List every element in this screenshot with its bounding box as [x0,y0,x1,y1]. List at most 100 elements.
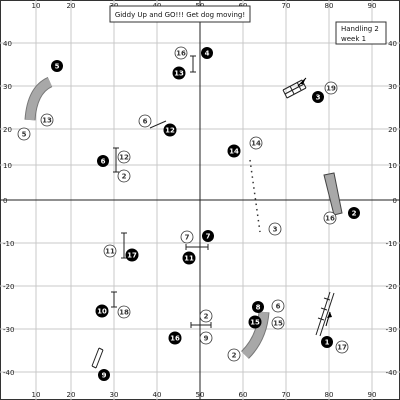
handler-marker: 6 [97,155,109,167]
top-tick-label: 70 [282,2,291,10]
bottom-tick-label: 90 [368,391,377,399]
handler-marker: 3 [312,91,324,103]
handler-marker: 9 [98,369,110,381]
bottom-tick-label: 30 [110,391,119,399]
obstacle-number: 2 [232,352,237,360]
handler-number: 12 [165,127,175,135]
handler-marker: 2 [348,207,360,219]
left-tick-label: -10 [3,240,14,248]
obstacle-number: 2 [122,173,127,181]
right-tick-label: 0 [393,197,397,205]
handler-number: 8 [256,304,261,312]
obstacle-number: 6 [276,303,281,311]
obstacle-number: 7 [185,234,190,242]
left-tick-label: -30 [3,326,14,334]
left-tick-label: -20 [3,283,14,291]
handler-number: 3 [316,94,321,102]
obstacle-marker: 9 [199,331,213,345]
bottom-tick-label: 10 [32,391,41,399]
right-tick-label: 40 [388,40,397,48]
obstacle-number: 19 [326,85,336,93]
top-tick-label: 90 [368,2,377,10]
obstacle-number: 15 [273,320,283,328]
info-line-2: week 1 [341,35,366,43]
left-tick-label: 40 [3,40,12,48]
handler-marker: 12 [163,123,177,137]
hurdle-lower-left [91,347,104,369]
handler-number: 1 [325,339,330,347]
obstacle-marker: 14 [249,136,263,150]
handler-number: 11 [184,255,194,263]
tunnel-lower-middle-fill [241,311,269,359]
handler-marker: 1 [321,336,333,348]
top-tick-label: 20 [67,2,76,10]
weave-poles-upper [282,79,307,99]
bottom-tick-label: 80 [325,391,334,399]
obstacle-marker: 16 [323,211,337,225]
handler-number: 4 [205,50,210,58]
arrow-icon [297,77,307,87]
left-tick-label: 30 [3,83,12,91]
handler-marker: 8 [252,301,264,313]
info-box [335,21,387,45]
obstacle-marker: 2 [227,348,241,362]
tunnel-upper-left-fill [25,77,53,121]
obstacle-marker: 17 [335,340,349,354]
obstacle-marker: 18 [117,305,131,319]
obstacle-marker: 12 [117,150,131,164]
handler-number: 16 [170,335,180,343]
banner-text: Giddy Up and GO!!! Get dog moving! [115,11,245,19]
obstacle-marker: 19 [324,81,338,95]
left-tick-label: -40 [3,369,14,377]
right-tick-label: -10 [386,240,397,248]
dotted-handler-path [249,159,261,233]
right-tick-label: -30 [386,326,397,334]
obstacle-number: 12 [119,154,129,162]
handler-number: 9 [102,372,107,380]
right-tick-label: -20 [386,283,397,291]
obstacle-marker: 6 [271,299,285,313]
obstacle-number: 6 [143,118,148,126]
right-tick-label: 10 [388,162,397,170]
handler-marker: 16 [168,331,182,345]
obstacle-number: 14 [251,140,261,148]
obstacle-number: 18 [119,309,129,317]
bottom-tick-label: 60 [239,391,248,399]
obstacle-marker: 16 [174,46,188,60]
handler-marker: 15 [248,315,262,329]
handler-number: 10 [97,308,107,316]
handler-number: 13 [174,70,184,78]
obstacle-marker: 13 [40,113,54,127]
top-tick-label: 80 [325,2,334,10]
handler-marker: 13 [172,66,186,80]
banner-box [109,5,251,23]
right-tick-label: 20 [388,126,397,134]
handler-number: 2 [352,210,357,218]
handler-number: 7 [206,233,211,241]
handler-marker: 11 [182,251,196,265]
handler-marker: 5 [51,60,63,72]
arrow-icon [327,312,332,318]
handler-number: 15 [250,319,260,327]
bottom-tick-label: 40 [153,391,162,399]
bottom-tick-label: 20 [67,391,76,399]
collapsed-tunnel [323,172,343,216]
obstacle-number: 2 [204,313,209,321]
handler-number: 14 [229,148,239,156]
handler-marker: 4 [201,47,213,59]
obstacle-number: 16 [176,50,186,58]
obstacle-marker: 6 [138,114,152,128]
obstacle-number: 13 [42,117,52,125]
top-tick-label: 10 [32,2,41,10]
obstacle-number: 17 [337,344,347,352]
obstacle-number: 3 [273,226,278,234]
obstacle-marker: 11 [103,244,117,258]
obstacle-number: 16 [325,215,335,223]
handler-number: 6 [101,158,106,166]
obstacle-marker: 15 [271,316,285,330]
obstacle-number: 11 [105,248,115,256]
left-tick-label: 0 [3,197,7,205]
obstacle-marker: 2 [117,169,131,183]
handler-marker: 14 [227,144,241,158]
